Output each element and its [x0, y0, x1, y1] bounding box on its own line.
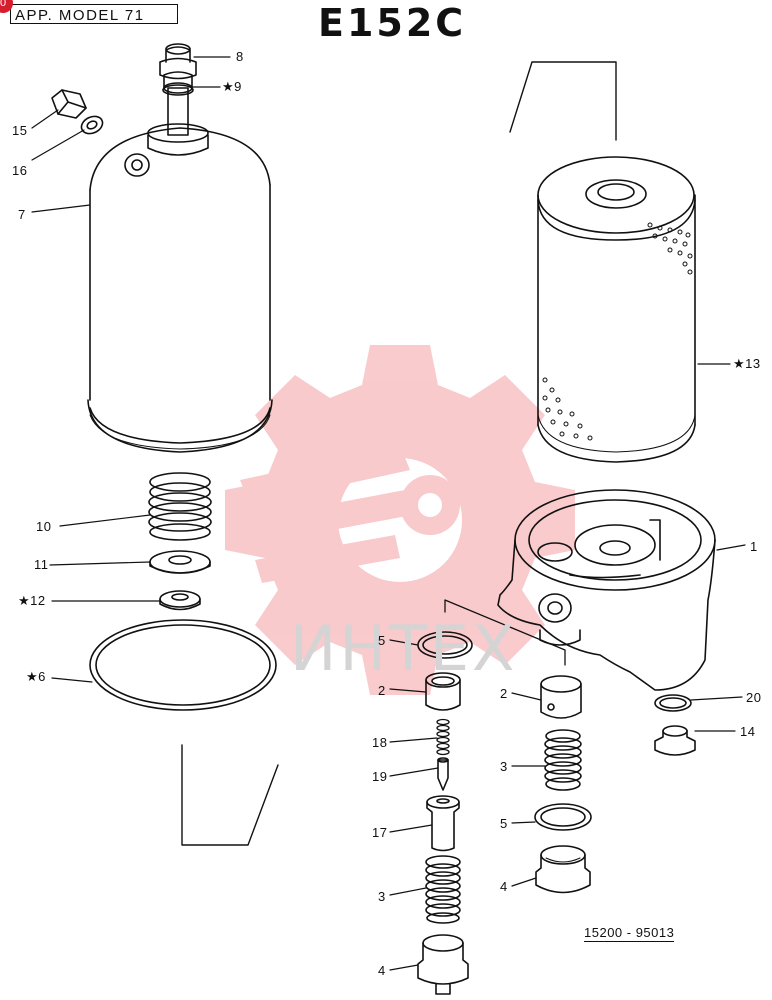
- label-19: 19: [372, 769, 388, 784]
- plug-4-right: [535, 845, 591, 894]
- plug-14: [654, 725, 696, 756]
- label-13: ★13: [733, 356, 761, 371]
- plunger-2-right: [540, 675, 582, 719]
- oring-5-right: [534, 803, 592, 831]
- label-3-right: 3: [500, 759, 508, 774]
- washer-16: [80, 115, 104, 135]
- label-20: 20: [746, 690, 762, 705]
- label-3-left: 3: [378, 889, 386, 904]
- element-perforations: [542, 222, 693, 441]
- washer-20: [654, 694, 692, 712]
- label-2-left: 2: [378, 683, 386, 698]
- label-7: 7: [18, 207, 26, 222]
- label-5-top: 5: [378, 633, 386, 648]
- label-9: ★9: [222, 79, 242, 94]
- page-title: E152C: [318, 1, 467, 45]
- oring-6: [89, 619, 277, 711]
- watermark-gear-icon: [225, 345, 575, 695]
- watermark-text: ИНТЕХ: [290, 612, 518, 685]
- plug-4-left: [417, 934, 469, 995]
- spring-3-left: [425, 855, 461, 924]
- label-10: 10: [36, 519, 52, 534]
- label-11: 11: [34, 557, 49, 572]
- label-1: 1: [750, 539, 758, 554]
- label-14: 14: [740, 724, 756, 739]
- label-4-right: 4: [500, 879, 508, 894]
- spring-18: [436, 718, 450, 756]
- sleeve-17: [426, 795, 460, 852]
- label-15: 15: [12, 123, 28, 138]
- label-17: 17: [372, 825, 388, 840]
- washer-9: [162, 84, 194, 96]
- plug-15: [51, 89, 87, 119]
- label-4-left: 4: [378, 963, 386, 978]
- label-2-right: 2: [500, 686, 508, 701]
- housing-1: [497, 489, 716, 691]
- washer-12: [159, 590, 201, 611]
- label-16: 16: [12, 163, 28, 178]
- notification-badge: 0: [0, 0, 13, 13]
- part-number: 15200 - 95013: [584, 925, 675, 942]
- spring-10: [148, 472, 212, 541]
- plunger-2-left: [425, 672, 461, 711]
- bolt-8: [159, 43, 197, 136]
- washer-11: [149, 550, 211, 574]
- label-5-right: 5: [500, 816, 508, 831]
- spring-3-right: [544, 729, 582, 791]
- label-12: ★12: [18, 593, 46, 608]
- label-6: ★6: [26, 669, 46, 684]
- element-13: [537, 156, 696, 463]
- pin-19: [437, 757, 449, 791]
- leader-lines: [31, 56, 746, 971]
- label-8: 8: [236, 49, 244, 64]
- canister-7: [87, 123, 273, 453]
- label-18: 18: [372, 735, 388, 750]
- app-model-label: APP. MODEL 71: [10, 4, 178, 24]
